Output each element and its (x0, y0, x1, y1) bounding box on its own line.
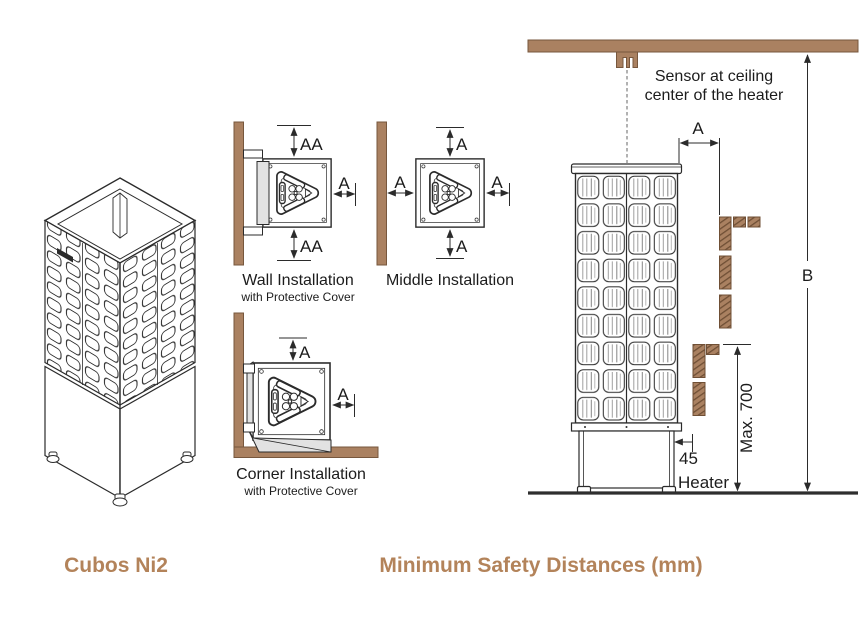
corner-installation-figure: A A Corner Installation with Protective … (233, 312, 379, 498)
dim-label-a-left: A (394, 173, 406, 192)
protective-cover-strip (256, 161, 270, 225)
wall-blocks-upper (719, 216, 761, 329)
middle-installation-title: Middle Installation (386, 272, 514, 289)
dim-label-aa-top: AA (300, 135, 323, 154)
dim-label-45: 45 (679, 449, 698, 468)
heater-top-view (252, 362, 331, 441)
corner-wood-vertical (233, 312, 244, 448)
dim-label-b: B (802, 266, 813, 285)
sensor-note-line1: Sensor at ceiling (655, 68, 773, 85)
heater-front-view (570, 163, 683, 494)
dim-label-max-700: Max. 700 (737, 383, 756, 453)
mount-bracket-top (243, 149, 263, 159)
corner-installation-subtitle: with Protective Cover (243, 484, 357, 498)
middle-wood-strip (376, 121, 387, 266)
wall-installation-figure: AA AA A Wall Installation with Protectiv… (233, 121, 356, 304)
mount-bracket-bottom (243, 422, 255, 433)
dim-label-aa-bottom: AA (300, 237, 323, 256)
ceiling-sensor (616, 51, 638, 68)
dim-label-a-right: A (337, 385, 349, 404)
heater-3d-figure (43, 177, 197, 507)
heater-top-view (262, 158, 332, 228)
heater-top-rim-inner (56, 188, 184, 260)
wall-wood-strip (233, 121, 244, 266)
heater-top-view (415, 158, 485, 228)
wall-installation-subtitle: with Protective Cover (240, 290, 354, 304)
heater-feet (46, 451, 194, 507)
sensor-note-line2: center of the heater (645, 87, 784, 104)
heater-stand (578, 430, 675, 489)
wall-blocks-lower (692, 344, 720, 416)
safety-distance-figure: Sensor at ceiling center of the heater (527, 39, 859, 495)
dim-label-a-right: A (491, 173, 503, 192)
dim-label-a-right: A (338, 174, 350, 193)
wall-installation-title: Wall Installation (242, 272, 353, 289)
heater-label-plate (57, 248, 73, 263)
heater-label: Heater (678, 473, 729, 492)
protective-cover-skirt (246, 426, 332, 453)
corner-installation-title: Corner Installation (236, 466, 366, 483)
safety-caption: Minimum Safety Distances (mm) (379, 554, 702, 577)
dim-label-a-top: A (299, 343, 311, 362)
ceiling (527, 39, 859, 53)
dim-label-a: A (692, 119, 704, 138)
mount-bracket-top (243, 363, 255, 374)
mount-bracket-bottom (243, 226, 263, 236)
middle-installation-figure: A A A A Middle Installation (376, 121, 514, 289)
dim-label-a-top: A (456, 135, 468, 154)
product-caption: Cubos Ni2 (64, 554, 168, 577)
dim-label-a-bottom: A (456, 237, 468, 256)
